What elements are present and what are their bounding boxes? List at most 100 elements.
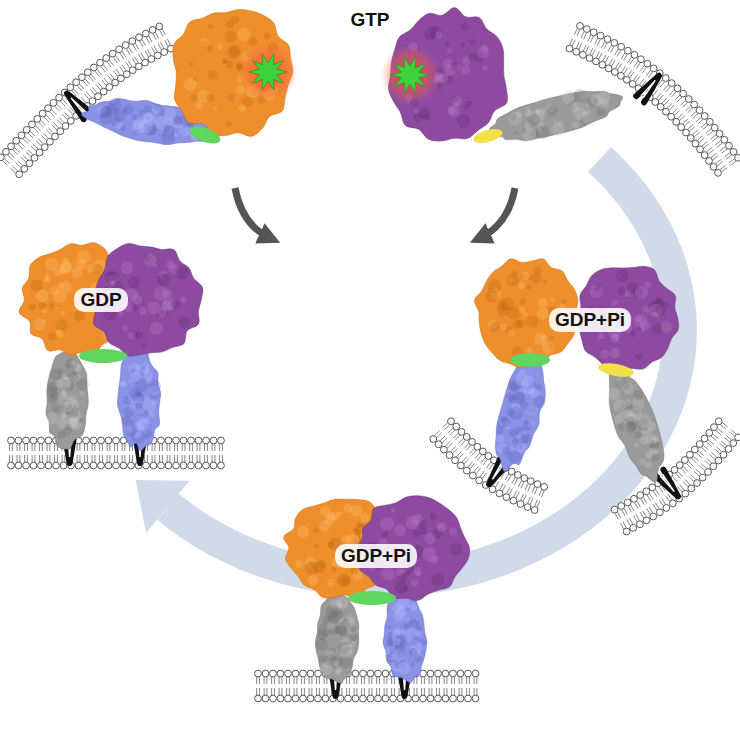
lipid-tail xyxy=(109,455,110,462)
lipid-tail xyxy=(455,435,460,440)
stalk-domain-texture xyxy=(392,603,402,613)
stalk-domain-texture xyxy=(508,395,518,405)
lipid-tail xyxy=(588,35,591,41)
lipid-tail xyxy=(132,455,133,462)
lipid-tail xyxy=(20,142,25,147)
gtpase-domain-texture xyxy=(457,114,471,128)
gtpase-domain-texture xyxy=(132,305,138,311)
lipid-tail xyxy=(696,469,701,474)
lipid-head xyxy=(277,670,284,677)
lipid-head xyxy=(375,695,382,702)
lipid-tail xyxy=(622,510,625,516)
gtpase-domain-texture xyxy=(437,522,447,532)
lipid-tail xyxy=(528,485,531,491)
lipid-head xyxy=(128,462,135,469)
lipid-tail xyxy=(319,677,320,684)
lipid-head xyxy=(636,521,643,528)
lipid-tail xyxy=(729,159,735,163)
lipid-head xyxy=(123,71,130,78)
lipid-tail xyxy=(688,461,693,466)
lipid-tail xyxy=(535,500,538,506)
lipid-head xyxy=(668,80,675,87)
stalk-domain-body xyxy=(485,352,555,477)
lipid-tail xyxy=(152,444,153,451)
lipid-head xyxy=(218,437,225,444)
lipid-head xyxy=(97,59,104,66)
stalk-domain-texture xyxy=(595,90,611,106)
gtpase-domain-texture xyxy=(230,45,241,56)
lipid-head xyxy=(90,462,97,469)
gtpase-domain-texture xyxy=(416,571,421,576)
lipid-tail xyxy=(424,688,425,695)
stalk-domain-texture xyxy=(521,106,532,117)
lipid-tail xyxy=(114,71,118,77)
lipid-tail xyxy=(274,677,275,684)
lipid-tail xyxy=(24,444,25,451)
lipid-tail xyxy=(537,501,540,507)
lipid-tail xyxy=(49,455,50,462)
lipid-tail xyxy=(12,166,17,171)
gtpase-domain-texture xyxy=(150,322,163,335)
lipid-head xyxy=(16,171,23,178)
lipid-tail xyxy=(690,127,695,132)
lipid-tail xyxy=(79,444,80,451)
lipid-head xyxy=(618,43,625,50)
lipid-head xyxy=(577,23,584,30)
stalk-domain-texture xyxy=(146,377,152,383)
stalk-domain-texture xyxy=(623,398,631,406)
lipid-tail xyxy=(608,45,611,51)
lipid-head xyxy=(262,670,269,677)
gtpase-domain-texture xyxy=(108,271,118,281)
stalk-domain-body xyxy=(314,593,360,683)
lipid-tail xyxy=(264,688,265,695)
lipid-tail xyxy=(665,496,669,502)
lipid-tail xyxy=(169,444,170,451)
lipid-tail xyxy=(79,455,80,462)
lipid-tail xyxy=(726,155,732,159)
stalk-domain-texture xyxy=(499,421,504,426)
gtpase-domain-texture xyxy=(56,330,64,338)
lipid-head xyxy=(510,497,517,504)
gtpase-domain-texture xyxy=(526,347,532,353)
gtpase-domain-texture xyxy=(128,332,136,340)
lipid-head xyxy=(39,110,46,117)
lipid-tail xyxy=(19,455,20,462)
lipid-head xyxy=(57,128,64,135)
lipid-tail xyxy=(717,162,723,166)
lipid-head xyxy=(590,29,597,36)
lipid-tail xyxy=(92,444,93,451)
lipid-head xyxy=(453,423,460,430)
gtpase-domain-texture xyxy=(404,586,409,591)
lipid-tail xyxy=(54,123,59,128)
lipid-tail xyxy=(715,159,721,163)
lipid-tail xyxy=(451,688,452,695)
stalk-domain-texture xyxy=(121,382,127,388)
lipid-tail xyxy=(604,43,607,49)
lipid-head xyxy=(597,32,604,39)
lipid-tail xyxy=(35,126,40,131)
lipid-head xyxy=(31,154,38,161)
stalk-domain xyxy=(382,592,429,684)
lipid-tail xyxy=(264,677,265,684)
gtpase-domain-texture xyxy=(48,332,57,341)
lipid-tail xyxy=(639,79,643,85)
lipid-tail xyxy=(354,688,355,695)
lipid-tail xyxy=(720,165,726,169)
lipid-tail xyxy=(65,112,70,117)
lipid-tail xyxy=(647,495,651,501)
lipid-head xyxy=(442,670,449,677)
lipid-tail xyxy=(459,677,460,684)
lipid-head xyxy=(730,440,737,447)
lipid-tail xyxy=(57,455,58,462)
lipid-tail xyxy=(43,133,48,138)
lipid-tail xyxy=(726,435,731,439)
gtpase-domain-texture xyxy=(30,280,42,292)
lipid-tail xyxy=(301,677,302,684)
lipid-head xyxy=(117,75,124,82)
lipid-tail xyxy=(214,444,215,451)
gtpase-domain-texture xyxy=(413,567,422,576)
lipid-tail xyxy=(453,448,458,453)
gtpase-domain-texture xyxy=(56,319,69,332)
lipid-head xyxy=(725,446,732,453)
gtpase-domain-texture xyxy=(418,520,427,529)
